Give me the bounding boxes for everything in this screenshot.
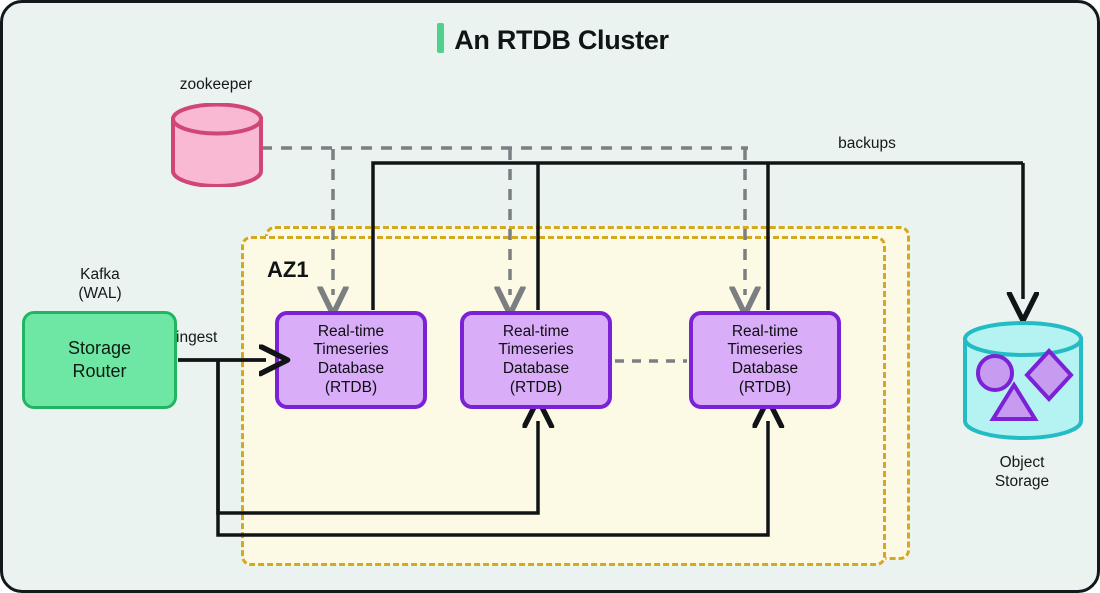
- object-triangle-icon: [989, 381, 1039, 421]
- zookeeper-label: zookeeper: [179, 76, 253, 93]
- zookeeper-cylinder[interactable]: [169, 103, 265, 187]
- title-accent-bar: [437, 23, 445, 53]
- backups-edge-label: backups: [838, 135, 896, 152]
- object-diamond-icon: [1024, 348, 1074, 402]
- ingest-edge-label: ingest: [176, 329, 218, 346]
- object-storage-cylinder[interactable]: [961, 321, 1085, 445]
- kafka-wal-label: Kafka(WAL): [78, 266, 122, 303]
- az-zone-label: AZ1: [267, 257, 309, 282]
- object-circle-icon: [976, 354, 1014, 392]
- page-title: An RTDB Cluster: [3, 23, 1097, 56]
- title-text: An RTDB Cluster: [454, 25, 669, 55]
